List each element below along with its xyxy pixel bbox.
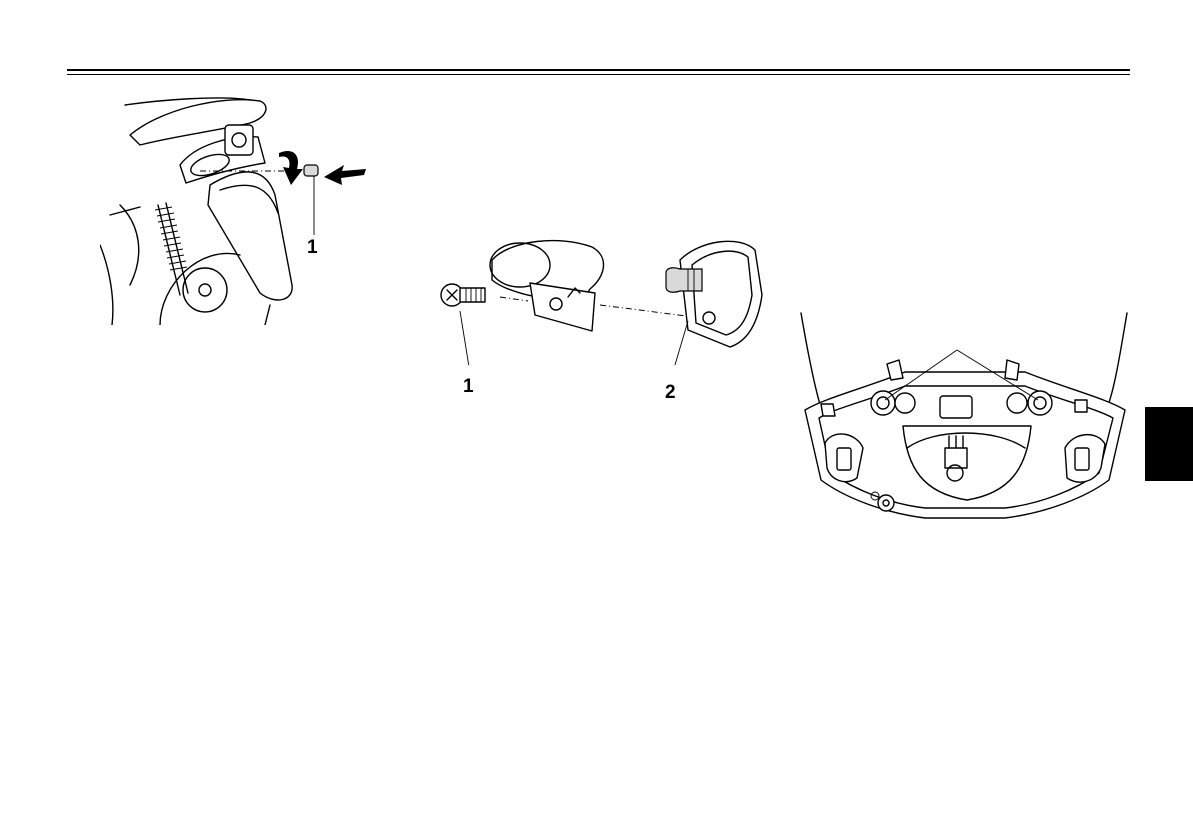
fig1-callout-1: 1 bbox=[307, 238, 318, 257]
fig2-callout-2: 2 bbox=[665, 383, 676, 402]
push-arrow-icon bbox=[322, 163, 366, 187]
header-rule-thin bbox=[67, 74, 1130, 75]
illustration-rear-fender bbox=[100, 95, 380, 325]
header-rule-thick bbox=[67, 69, 1130, 71]
fig2-callout-1: 1 bbox=[463, 377, 474, 396]
illustration-turn-signal-lens bbox=[430, 235, 770, 365]
illustration-headlight-assembly bbox=[795, 308, 1140, 538]
rotate-arrow-icon bbox=[275, 145, 305, 190]
chapter-index-tab bbox=[1145, 407, 1193, 481]
